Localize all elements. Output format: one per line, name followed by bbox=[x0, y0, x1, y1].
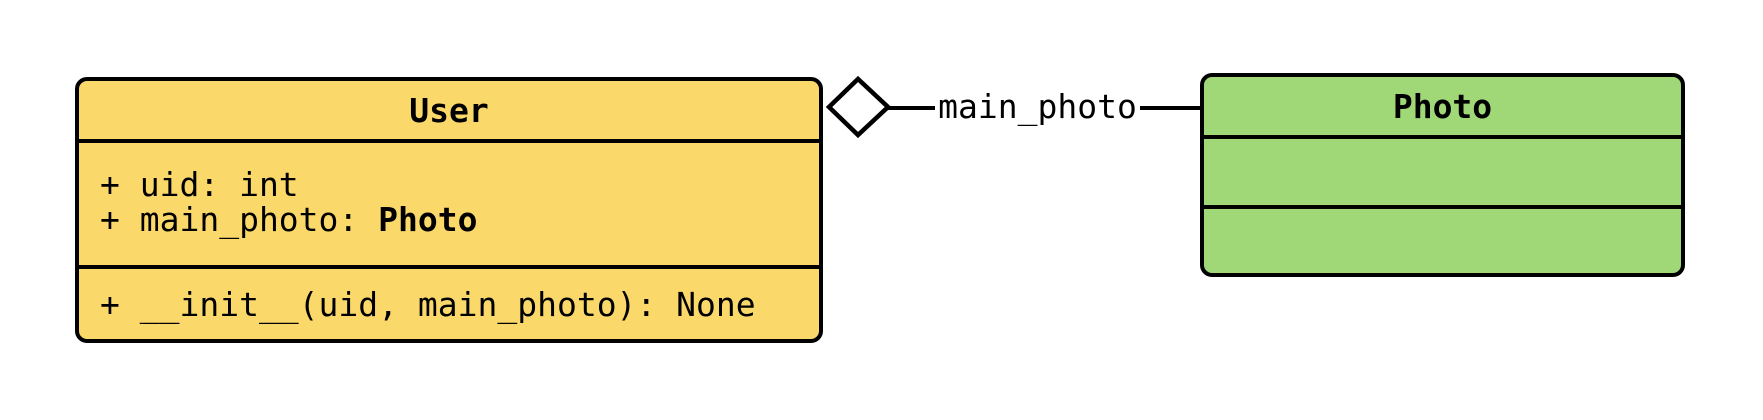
attribute-uid-text: + uid: int bbox=[100, 165, 299, 204]
user-methods-section: + __init__(uid, main_photo): None bbox=[79, 265, 819, 339]
user-attributes-section: + uid: int + main_photo: Photo bbox=[79, 139, 819, 265]
relation-label: main_photo bbox=[938, 87, 1137, 126]
class-title-photo: Photo bbox=[1392, 86, 1493, 126]
attribute-main-photo-type: Photo bbox=[378, 200, 478, 239]
class-box-photo: Photo bbox=[1200, 73, 1685, 277]
photo-attributes-section bbox=[1204, 135, 1681, 205]
method-init-text: + __init__(uid, main_photo): None bbox=[100, 285, 756, 324]
attribute-main-photo: + main_photo: Photo bbox=[100, 202, 819, 237]
class-header-user: User bbox=[79, 81, 819, 139]
attribute-main-photo-text: + main_photo: bbox=[100, 200, 379, 239]
class-header-photo: Photo bbox=[1204, 77, 1681, 135]
aggregation-diamond-icon bbox=[825, 75, 892, 139]
attribute-uid: + uid: int bbox=[100, 167, 819, 202]
method-init: + __init__(uid, main_photo): None bbox=[100, 287, 819, 322]
photo-methods-section bbox=[1204, 205, 1681, 273]
class-title-user: User bbox=[409, 90, 489, 130]
class-box-user: User + uid: int + main_photo: Photo + __… bbox=[75, 77, 823, 343]
